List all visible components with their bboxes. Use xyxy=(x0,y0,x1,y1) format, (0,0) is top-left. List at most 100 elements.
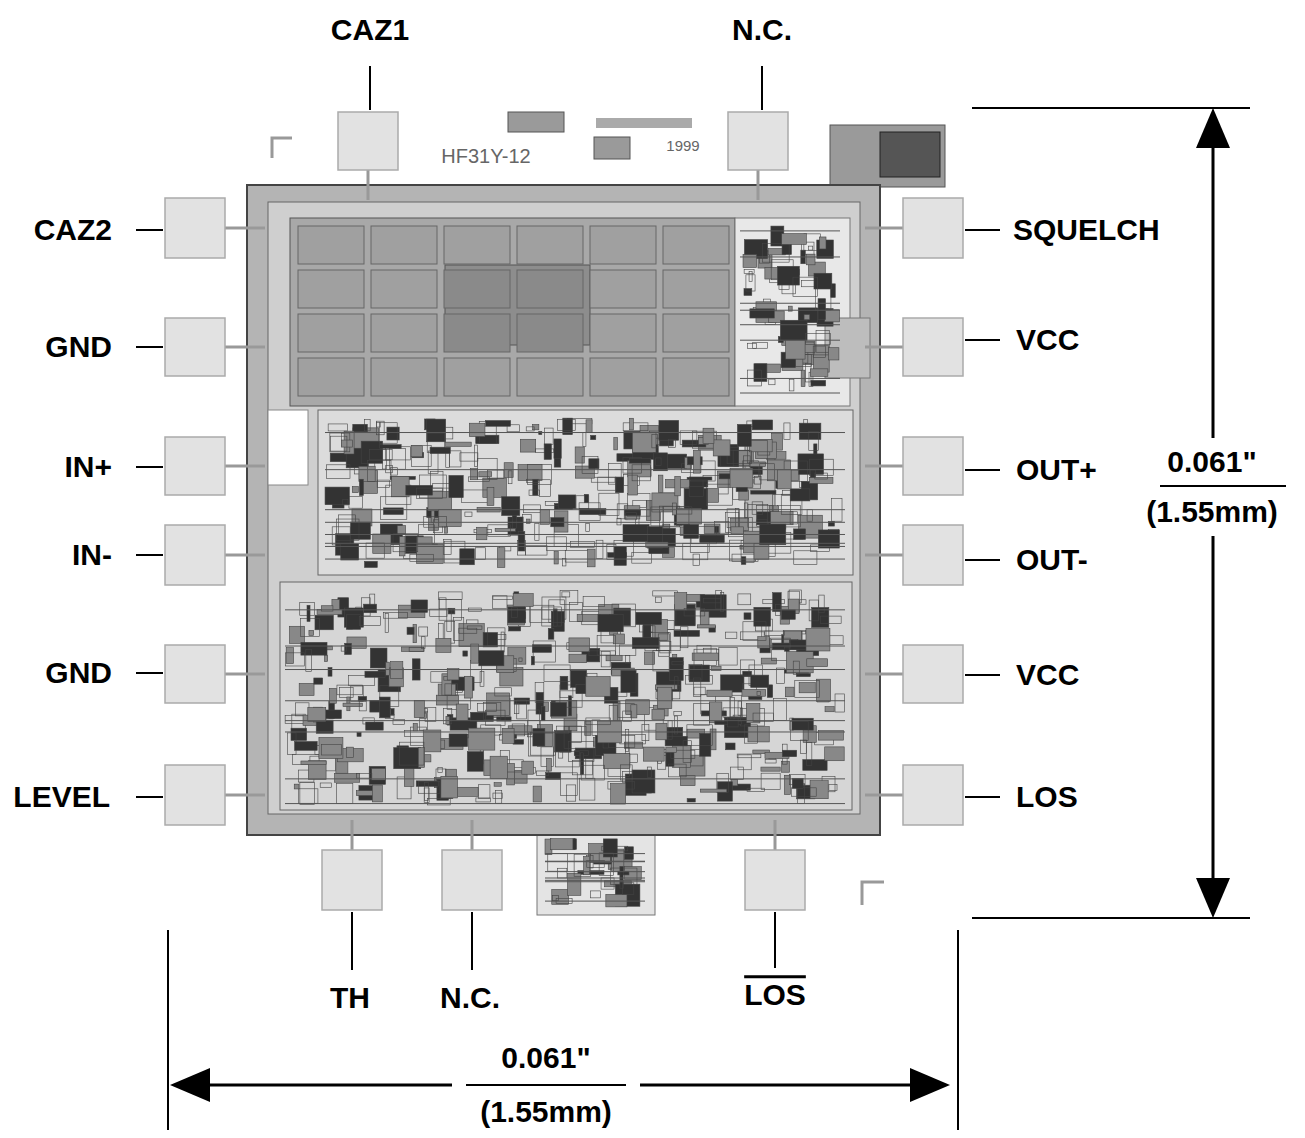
circuit-cell xyxy=(582,456,598,473)
pad-wire xyxy=(865,673,903,676)
circuit-cell xyxy=(738,755,751,770)
capacitor-cell xyxy=(298,270,364,308)
circuit-cell xyxy=(743,622,766,641)
circuit-cell xyxy=(782,750,796,756)
circuit-cell xyxy=(299,683,314,695)
circuit-cell xyxy=(409,648,424,652)
circuit-cell xyxy=(553,609,557,626)
circuit-cell xyxy=(468,477,489,482)
pin-name: GND xyxy=(45,331,112,363)
circuit-cell xyxy=(411,600,427,612)
circuit-cell xyxy=(556,751,580,767)
circuit-cell xyxy=(751,491,776,494)
circuit-cell xyxy=(586,677,610,697)
circuit-cell xyxy=(336,784,352,804)
circuit-cell xyxy=(471,644,479,663)
circuit-cell xyxy=(626,656,630,664)
metal-trace xyxy=(325,534,845,535)
die xyxy=(247,112,945,915)
circuit-cell xyxy=(541,706,545,720)
circuit-cell xyxy=(668,721,672,739)
circuit-cell xyxy=(692,653,719,660)
metal-trace xyxy=(740,256,840,257)
circuit-cell xyxy=(372,785,382,802)
circuit-cell xyxy=(624,506,640,519)
capacitor-cell xyxy=(444,314,510,352)
circuit-cell xyxy=(761,658,776,664)
circuit-cell xyxy=(393,534,418,552)
circuit-cell xyxy=(360,616,381,625)
circuit-cell xyxy=(518,465,542,481)
circuit-cell xyxy=(730,695,742,717)
circuit-cell xyxy=(562,592,570,597)
circuit-cell xyxy=(683,543,708,560)
circuit-cell xyxy=(749,439,772,451)
circuit-cell xyxy=(674,716,677,734)
capacitor-cell xyxy=(590,226,656,264)
bond-pad xyxy=(442,850,502,910)
circuit-cell xyxy=(825,310,840,322)
circuit-cell xyxy=(792,788,817,796)
circuit-cell xyxy=(548,628,554,639)
bond-pad xyxy=(745,850,805,910)
circuit-cell xyxy=(554,552,558,564)
circuit-cell xyxy=(683,741,691,763)
metal-trace xyxy=(545,881,645,882)
circuit-cell xyxy=(652,709,664,719)
circuit-cell xyxy=(418,747,424,767)
circuit-cell xyxy=(507,763,515,784)
circuit-cell xyxy=(410,554,434,561)
circuit-cell xyxy=(529,490,540,495)
circuit-cell xyxy=(789,379,794,391)
metal-trace xyxy=(285,700,845,701)
metal-trace xyxy=(740,303,840,304)
circuit-cell xyxy=(554,439,561,458)
bond-pad xyxy=(903,437,963,495)
circuit-cell xyxy=(443,708,451,724)
circuit-cell xyxy=(773,593,782,612)
circuit-cell xyxy=(413,723,417,730)
circuit-cell xyxy=(390,468,397,475)
circuit-cell xyxy=(552,889,569,904)
circuit-cell xyxy=(488,628,505,646)
circuit-cell xyxy=(522,761,534,774)
dimension-label: (1.55mm) xyxy=(1142,496,1282,528)
bond-pad xyxy=(338,112,398,170)
circuit-cell xyxy=(295,741,318,750)
circuit-cell xyxy=(751,675,769,687)
circuit-cell xyxy=(557,868,567,878)
circuit-cell xyxy=(512,608,518,618)
metal-trace xyxy=(325,509,845,510)
circuit-cell xyxy=(372,768,386,780)
bond-pad xyxy=(903,525,963,585)
circuit-cell xyxy=(804,315,810,320)
circuit-cell xyxy=(577,614,600,621)
circuit-cell xyxy=(460,549,475,565)
bond-pad xyxy=(165,525,225,585)
circuit-cell xyxy=(513,594,533,607)
circuit-cell xyxy=(463,651,468,656)
capacitor-cell xyxy=(371,314,437,352)
circuit-cell xyxy=(380,445,401,449)
capacitor-cell xyxy=(517,270,583,308)
metal-trace xyxy=(325,469,845,470)
circuit-cell xyxy=(519,658,522,661)
circuit-cell xyxy=(331,436,347,451)
circuit-cell xyxy=(495,791,501,804)
circuit-cell xyxy=(397,526,405,534)
circuit-cell xyxy=(829,784,837,790)
circuit-cell xyxy=(456,704,468,720)
bond-pad xyxy=(165,318,225,376)
circuit-cell xyxy=(351,522,371,539)
circuit-cell xyxy=(430,447,450,453)
circuit-cell xyxy=(446,453,450,468)
metal-trace xyxy=(285,803,845,804)
circuit-cell xyxy=(531,656,534,665)
circuit-cell xyxy=(674,630,699,636)
circuit-cell xyxy=(328,668,332,677)
circuit-cell xyxy=(687,799,695,802)
circuit-cell xyxy=(459,624,484,647)
circuit-cell xyxy=(523,514,532,522)
pin-name: LEVEL xyxy=(13,781,110,813)
circuit-cell xyxy=(569,654,587,663)
